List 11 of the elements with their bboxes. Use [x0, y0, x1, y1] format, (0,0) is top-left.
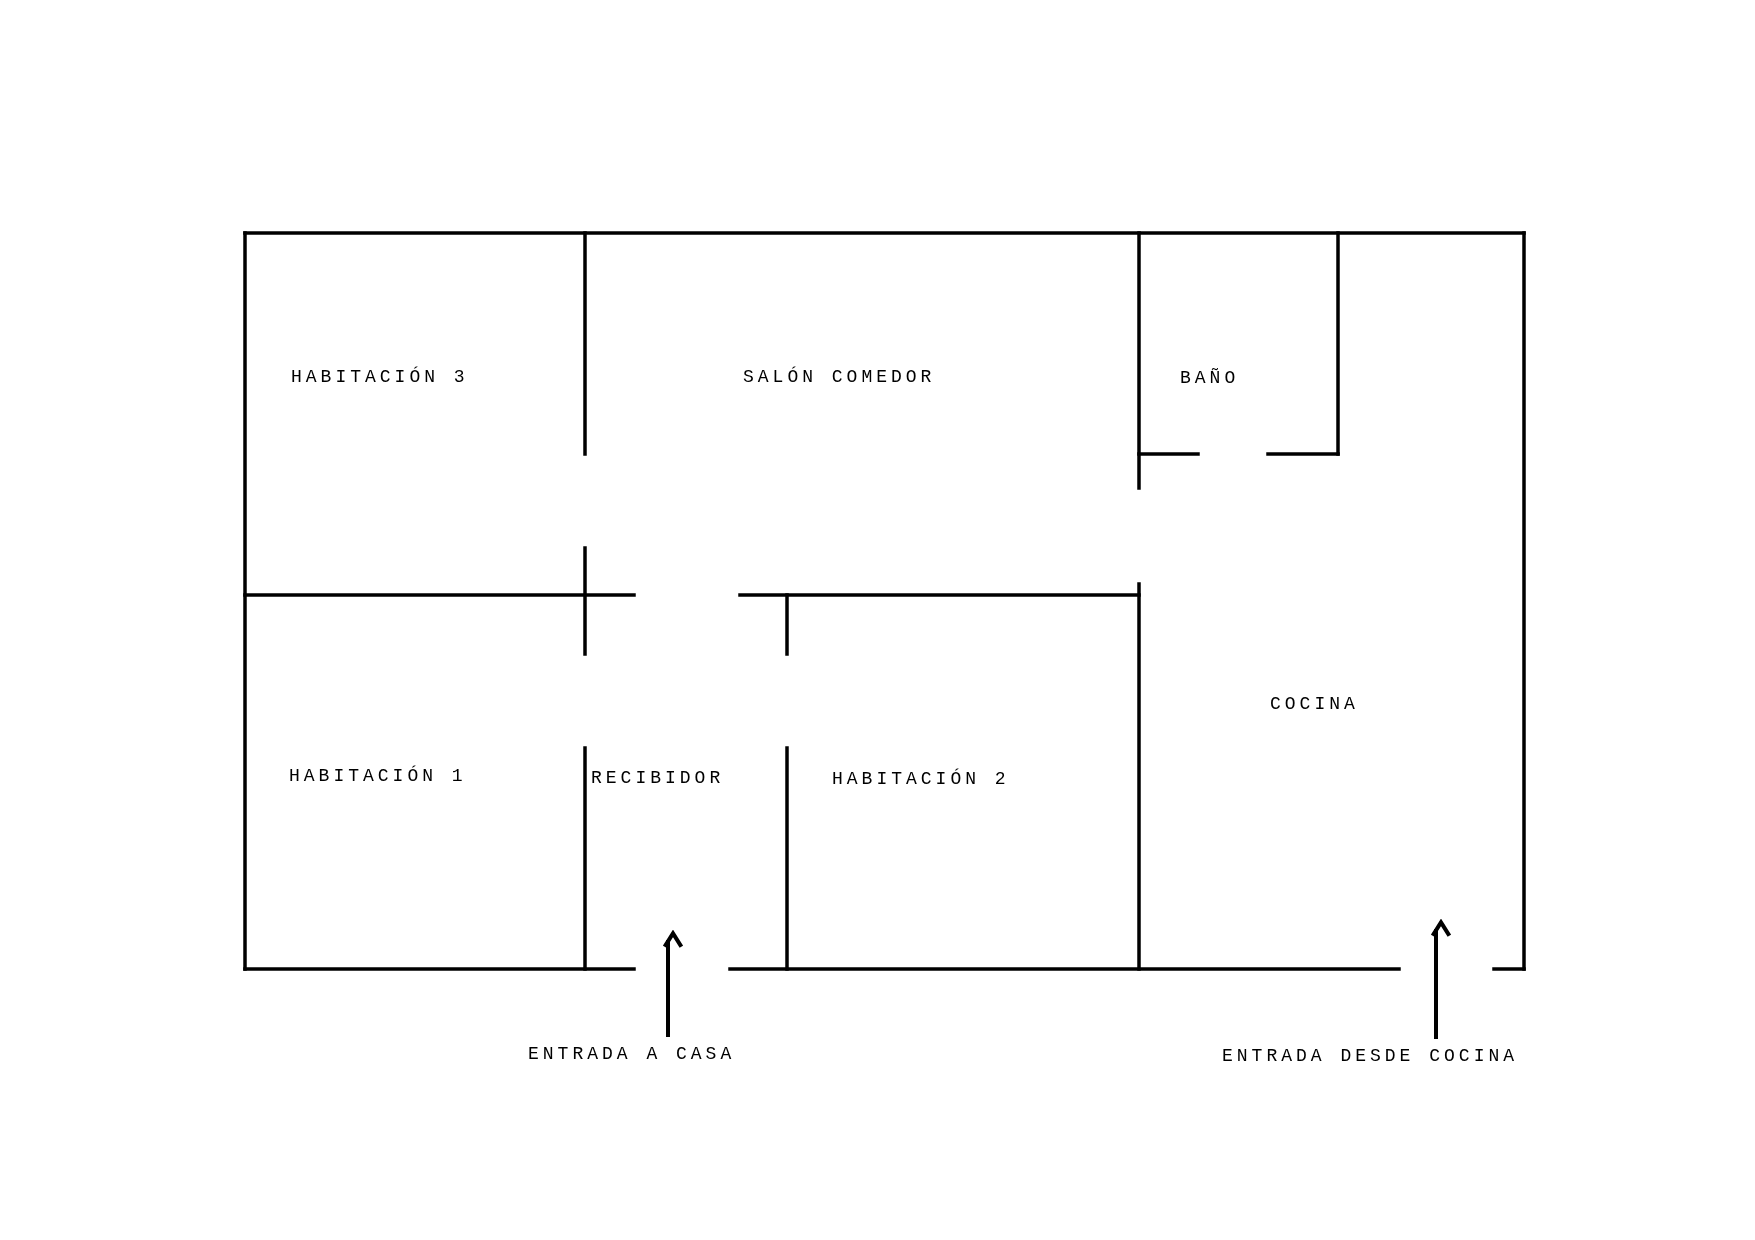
room-label: HABITACIÓN 2 [832, 768, 1010, 790]
arrow [662, 931, 684, 1037]
room-label: BAÑO [1180, 367, 1240, 389]
room-label: HABITACIÓN 3 [291, 366, 469, 388]
room-label: SALÓN COMEDOR [743, 366, 936, 388]
room-label: RECIBIDOR [591, 767, 725, 789]
room-label: COCINA [1270, 693, 1359, 715]
entrance-label: ENTRADA DESDE COCINA [1222, 1045, 1519, 1067]
arrow [1430, 920, 1452, 1039]
entrance-label: ENTRADA A CASA [528, 1043, 736, 1065]
room-label: HABITACIÓN 1 [289, 765, 467, 787]
